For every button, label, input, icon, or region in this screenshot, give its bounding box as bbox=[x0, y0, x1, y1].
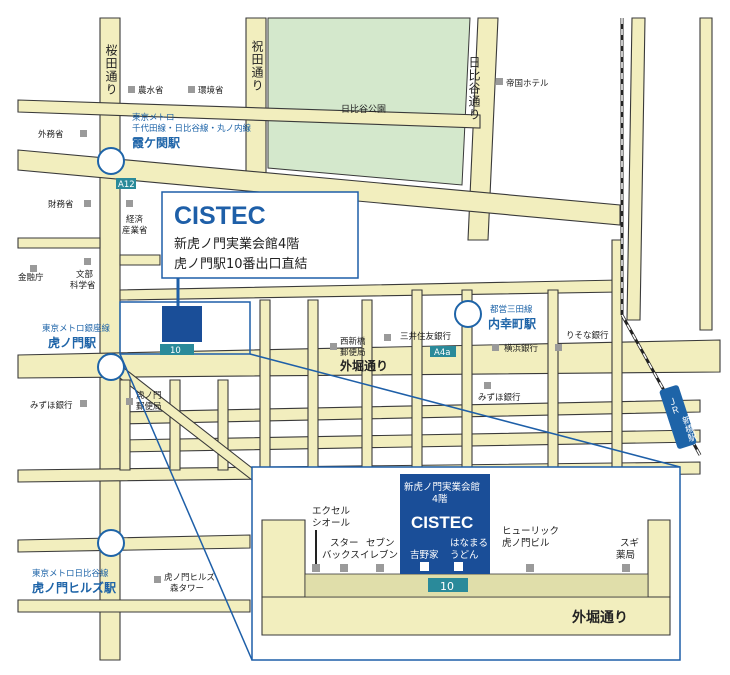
inset-sugi-1: スギ bbox=[620, 538, 639, 549]
landmark-keisan-1: 経済 bbox=[126, 214, 144, 225]
inset-starbucks-2: バックス bbox=[322, 550, 360, 561]
hills-name: 虎ノ門ヒルズ駅 bbox=[32, 580, 117, 595]
kasumigaseki-name: 霞ケ関駅 bbox=[132, 136, 181, 150]
landmark-mizuho-1: みずほ銀行 bbox=[30, 400, 73, 411]
inset-cistec-small-1: 新虎ノ門実業会館 bbox=[404, 481, 480, 493]
road-label-sotobori: 外堀通り bbox=[340, 358, 388, 373]
inset-hanamaru-2: うどん bbox=[450, 550, 479, 561]
landmark-hills-1: 虎ノ門ヒルズ bbox=[164, 572, 216, 583]
landmark-hills-2: 森タワー bbox=[170, 583, 204, 594]
callout-line1: 新虎ノ門実業会館4階 bbox=[174, 236, 299, 252]
inset-starbucks-1: スター bbox=[330, 538, 359, 549]
inset-map: 新虎ノ門実業会館 4階 CISTEC 吉野家 はなまる うどん 10 エクセル … bbox=[251, 466, 681, 661]
zoom-line-top bbox=[249, 353, 681, 468]
landmark-toranomon-post-1: 虎ノ門 bbox=[136, 390, 162, 401]
landmark-yokohama: 横浜銀行 bbox=[504, 343, 539, 354]
inset-yoshinoya: 吉野家 bbox=[410, 549, 439, 561]
exit-10-inset: 10 bbox=[440, 580, 454, 593]
inset-sugi-2: 薬局 bbox=[616, 549, 635, 561]
landmarks: 農水省 環境省 外務省 財務省 経済 産業省 金融庁 文部 科学省 帝国ホテル … bbox=[18, 78, 609, 594]
hibiya-park bbox=[267, 17, 471, 186]
road-label-sakurada: 桜田通り bbox=[104, 44, 118, 96]
exit-a4a: A4a bbox=[434, 348, 450, 358]
inset-hanamaru-1: はなまる bbox=[450, 538, 488, 549]
zoom-line-left bbox=[119, 353, 253, 661]
landmark-kankyoushou: 環境省 bbox=[198, 85, 224, 96]
landmark-mitsui: 三井住友銀行 bbox=[400, 331, 452, 342]
landmark-zaimushou: 財務省 bbox=[48, 199, 74, 210]
inset-excel-2: シオール bbox=[312, 518, 351, 529]
inset-seven-2: イレブン bbox=[360, 549, 398, 561]
landmark-monka-1: 文部 bbox=[76, 269, 94, 280]
kasumigaseki-line-1: 東京メトロ bbox=[132, 112, 175, 123]
station-hills: 東京メトロ日比谷線 虎ノ門ヒルズ駅 bbox=[32, 529, 125, 595]
inset-road-label: 外堀通り bbox=[572, 609, 628, 626]
uchisaiwai-line: 都営三田線 bbox=[490, 304, 533, 315]
landmark-nishishinbashi-1: 西新橋 bbox=[340, 336, 366, 347]
landmark-imperial: 帝国ホテル bbox=[506, 78, 549, 89]
exit-10-main: 10 bbox=[170, 346, 181, 356]
landmark-monka-2: 科学省 bbox=[70, 280, 96, 291]
landmark-mizuho-2: みずほ銀行 bbox=[478, 392, 521, 403]
uchisaiwai-name: 内幸町駅 bbox=[488, 316, 537, 331]
inset-cistec-building bbox=[400, 474, 490, 574]
landmark-nousuishou: 農水省 bbox=[138, 85, 164, 96]
inset-hulic-1: ヒューリック bbox=[502, 526, 559, 537]
station-uchisaiwai: 都営三田線 内幸町駅 A4a bbox=[430, 300, 537, 358]
landmark-toranomon-post-2: 郵便局 bbox=[136, 401, 162, 412]
station-kasumigaseki: 東京メトロ 千代田線・日比谷線・丸ノ内線 霞ケ関駅 A12 bbox=[97, 112, 252, 190]
cistec-callout: CISTEC 新虎ノ門実業会館4階 虎ノ門駅10番出口直結 bbox=[161, 191, 359, 279]
callout-line2: 虎ノ門駅10番出口直結 bbox=[174, 257, 308, 272]
hills-line: 東京メトロ日比谷線 bbox=[32, 568, 109, 579]
cistec-building bbox=[162, 306, 202, 342]
road-network bbox=[17, 17, 721, 661]
inset-cistec-small-2: 4階 bbox=[432, 494, 448, 505]
landmark-kinyuu: 金融庁 bbox=[18, 272, 44, 283]
toranomon-name: 虎ノ門駅 bbox=[48, 335, 97, 350]
inset-seven-1: セブン bbox=[366, 537, 395, 549]
road-label-iwai: 祝田通り bbox=[250, 40, 264, 92]
landmark-gaimushou: 外務省 bbox=[38, 129, 64, 140]
station-toranomon: 東京メトロ銀座線 虎ノ門駅 bbox=[42, 323, 125, 381]
callout-title: CISTEC bbox=[174, 202, 266, 230]
landmark-keisan-2: 産業省 bbox=[122, 225, 148, 236]
inset-excel-1: エクセル bbox=[312, 506, 351, 517]
kasumigaseki-line-2: 千代田線・日比谷線・丸ノ内線 bbox=[132, 123, 252, 134]
road-label-hibiya: 日比谷通り bbox=[467, 56, 481, 121]
cistec-location: 10 bbox=[119, 278, 251, 356]
park-label: 日比谷公園 bbox=[341, 103, 386, 115]
inset-hulic-2: 虎ノ門ビル bbox=[502, 537, 550, 549]
inset-cistec-title: CISTEC bbox=[411, 513, 473, 532]
landmark-risona: りそな銀行 bbox=[566, 330, 609, 341]
toranomon-line: 東京メトロ銀座線 bbox=[42, 323, 111, 334]
exit-a12: A12 bbox=[118, 180, 135, 190]
landmark-nishishinbashi-2: 郵便局 bbox=[340, 347, 366, 358]
